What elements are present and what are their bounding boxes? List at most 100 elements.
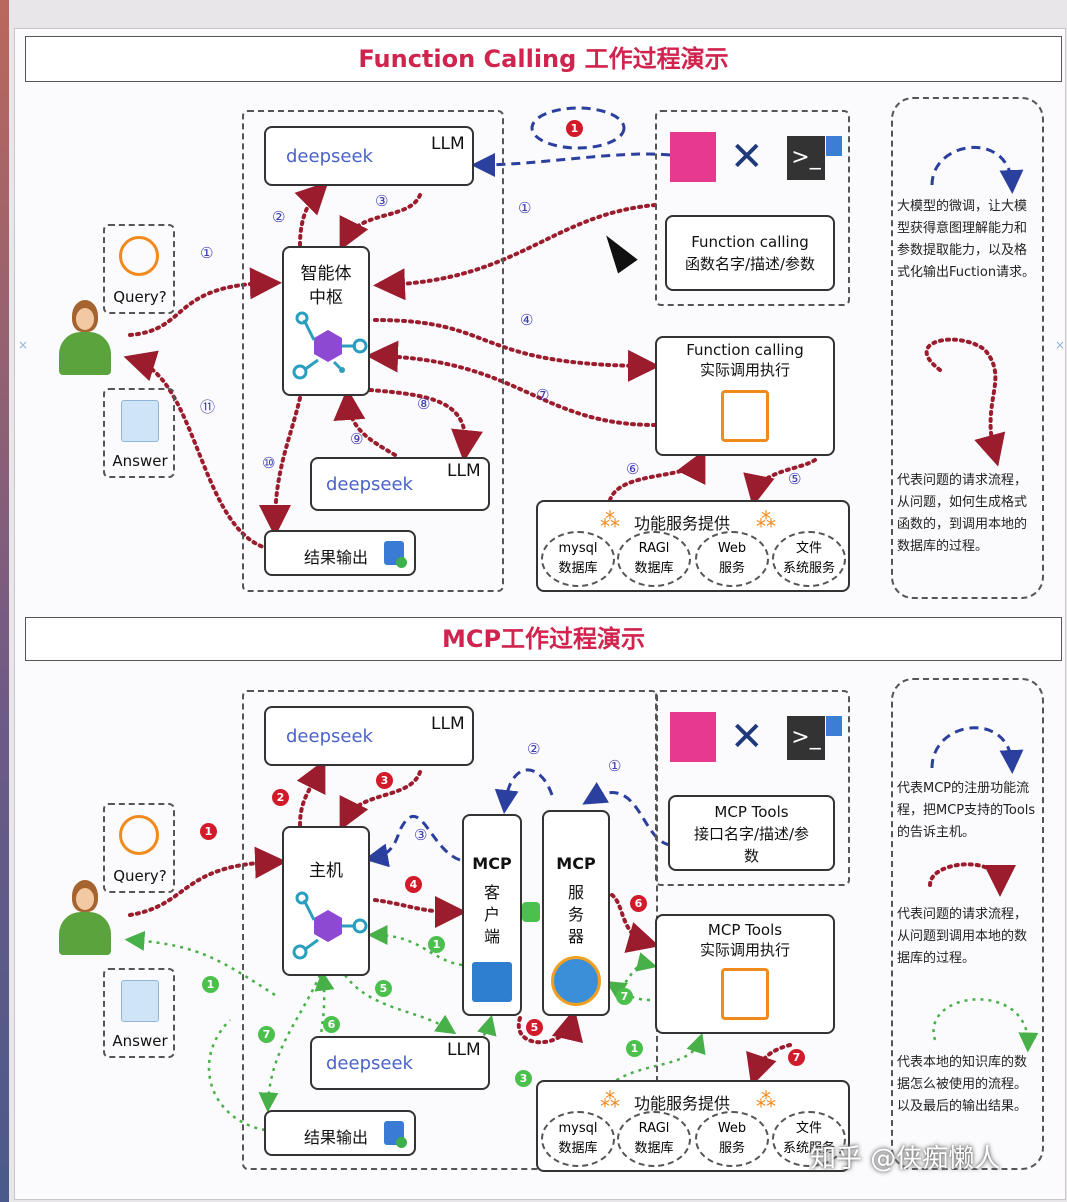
finetune-marker: 1 <box>566 120 583 137</box>
legend-green <box>932 998 1039 1053</box>
llm-box-bottom: deepseek LLM <box>264 706 474 766</box>
hexagon-tool-icon <box>670 132 716 182</box>
mcp-3-llm-to-host <box>339 770 422 831</box>
llm-box-bottom-2: deepseek LLM <box>310 1036 490 1090</box>
reg-step-2: ② <box>527 740 541 758</box>
flow-2-hub-to-llm <box>294 181 329 247</box>
server-rack-icon <box>551 956 601 1006</box>
result-output-label: 结果输出 <box>304 548 369 567</box>
kb-step-f: 3 <box>515 1070 532 1087</box>
avatar-face <box>76 888 94 910</box>
function-calling-definition-box: Function calling 函数名字/描述/参数 <box>665 215 835 291</box>
host-box: 主机 <box>282 826 370 976</box>
user-avatar-bottom <box>55 880 115 955</box>
answer-label: Answer <box>112 1032 168 1050</box>
flow-5-exec-to-service <box>743 458 817 507</box>
llm-label: LLM <box>431 134 465 154</box>
result-output-box-bottom: 结果输出 <box>264 1110 416 1156</box>
mcp-client-sub: 客 户 端 <box>483 883 500 946</box>
mcp-client-title: MCP <box>472 854 512 873</box>
mcp-4-host-to-client <box>373 895 467 928</box>
audio-wave-icon <box>119 236 159 276</box>
legend-note-request-flow: 代表问题的请求流程，从问题，如何生成格式函数的，到调用本地的数据库的过程。 <box>897 473 1028 554</box>
legend-blue-top <box>930 146 1024 194</box>
function-calling-exec-label: Function calling 实际调用执行 <box>686 341 804 379</box>
step-7: ⑦ <box>536 386 550 404</box>
agent-hub-label: 智能体 中枢 <box>300 264 352 308</box>
result-output-box-top: 结果输出 <box>264 530 416 576</box>
flow-4-hub-to-exec <box>373 318 660 382</box>
agent-hub-box: 智能体 中枢 <box>282 246 370 396</box>
service-file: 文件 系统服务 <box>772 1111 846 1167</box>
mcp-client-box: MCP 客 户 端 <box>462 814 522 1016</box>
tool-icons-top: ✕ >_ <box>670 132 850 182</box>
step-11: ⑪ <box>200 398 216 416</box>
tool-icons-bottom: ✕ >_ <box>670 712 850 762</box>
step-8: ⑧ <box>417 395 431 413</box>
service-rag: RAGl 数据库 <box>617 1111 691 1167</box>
result-output-label: 结果输出 <box>304 1128 369 1147</box>
green-host-to-result <box>258 974 322 1113</box>
watermark: 知乎 @侠痴懒人 <box>810 1144 1001 1174</box>
query-box-bottom: Query? <box>103 803 175 893</box>
share-network-icon: ⁂ <box>600 508 620 532</box>
deepseek-logo: deepseek <box>286 726 373 747</box>
req-step-2: 2 <box>272 789 289 806</box>
function-calling-definition-label: Function calling 函数名字/描述/参数 <box>684 233 816 273</box>
mcp-6-server-to-exec <box>610 893 660 953</box>
legend-red-bottom <box>928 862 1016 897</box>
legend-note-registration: 代表MCP的注册功能流程，把MCP支持的Tools的告诉主机。 <box>897 781 1036 840</box>
agent-dashed-group <box>242 110 504 592</box>
llm-label: LLM <box>447 1040 481 1060</box>
mcp-tools-definition-box: MCP Tools 接口名字/描述/参 数 <box>668 795 835 871</box>
step-1-tools: ① <box>518 199 532 217</box>
kb-step-d: 6 <box>323 1016 340 1033</box>
hub-network-icon <box>292 311 368 380</box>
service-mysql: mysql 数据库 <box>541 531 615 587</box>
share-network-icon: ⁂ <box>756 1088 776 1112</box>
step-5: ⑤ <box>788 470 802 488</box>
mcp-tools-exec-label: MCP Tools 实际调用执行 <box>699 921 790 959</box>
service-file: 文件 系统服务 <box>772 531 846 587</box>
legend-dashed-bottom <box>891 678 1044 1170</box>
mcp-server-box: MCP 服 务 器 <box>542 810 610 1016</box>
mcp-2-host-to-llm <box>296 759 326 827</box>
legend-red-top <box>924 337 1006 467</box>
window-edge <box>0 0 9 1202</box>
kb-step-g: 1 <box>202 976 219 993</box>
wrench-screwdriver-icon: ✕ <box>730 134 764 180</box>
legend-note-finetune: 大模型的微调，让大模型获得意图理解能力和参数提取能力，以及格式化输出Fuctio… <box>897 199 1036 280</box>
report-icon <box>121 980 159 1022</box>
flow-finetune-tools-to-llm <box>471 152 671 177</box>
query-label: Query? <box>113 867 167 885</box>
deepseek-logo: deepseek <box>326 1053 413 1074</box>
reg-step-3: ③ <box>414 826 428 844</box>
kb-step-e: 7 <box>258 1026 275 1043</box>
client-presentation-icon <box>472 962 512 1002</box>
service-rag: RAGl 数据库 <box>617 531 691 587</box>
req-step-5: 5 <box>526 1019 543 1036</box>
lock-icon <box>522 902 540 922</box>
step-1-query: ① <box>200 244 214 262</box>
deepseek-logo: deepseek <box>326 474 413 495</box>
step-3: ③ <box>375 192 389 210</box>
reg-3-client-to-host <box>364 814 461 868</box>
check-badge-icon <box>396 1137 407 1148</box>
check-badge-icon <box>396 557 407 568</box>
reg-2-server-to-client <box>494 768 554 814</box>
mcp-7-exec-to-service <box>746 1043 792 1087</box>
req-step-1: 1 <box>200 823 217 840</box>
flow-10-hub-to-result <box>259 396 302 537</box>
reg-1-tools-to-server <box>582 781 671 847</box>
edge-marker-right: × <box>1055 338 1066 352</box>
app-badge-icon <box>826 716 842 736</box>
step-6: ⑥ <box>626 460 640 478</box>
flow-9-llm2-to-hub <box>333 388 397 457</box>
service-web: Web 服务 <box>695 1111 769 1167</box>
req-step-6: 6 <box>630 895 647 912</box>
cube-network-icon <box>721 968 769 1020</box>
audio-wave-icon <box>119 815 159 855</box>
mcp-server-title: MCP <box>556 854 596 873</box>
green-server-to-exec <box>611 952 658 992</box>
